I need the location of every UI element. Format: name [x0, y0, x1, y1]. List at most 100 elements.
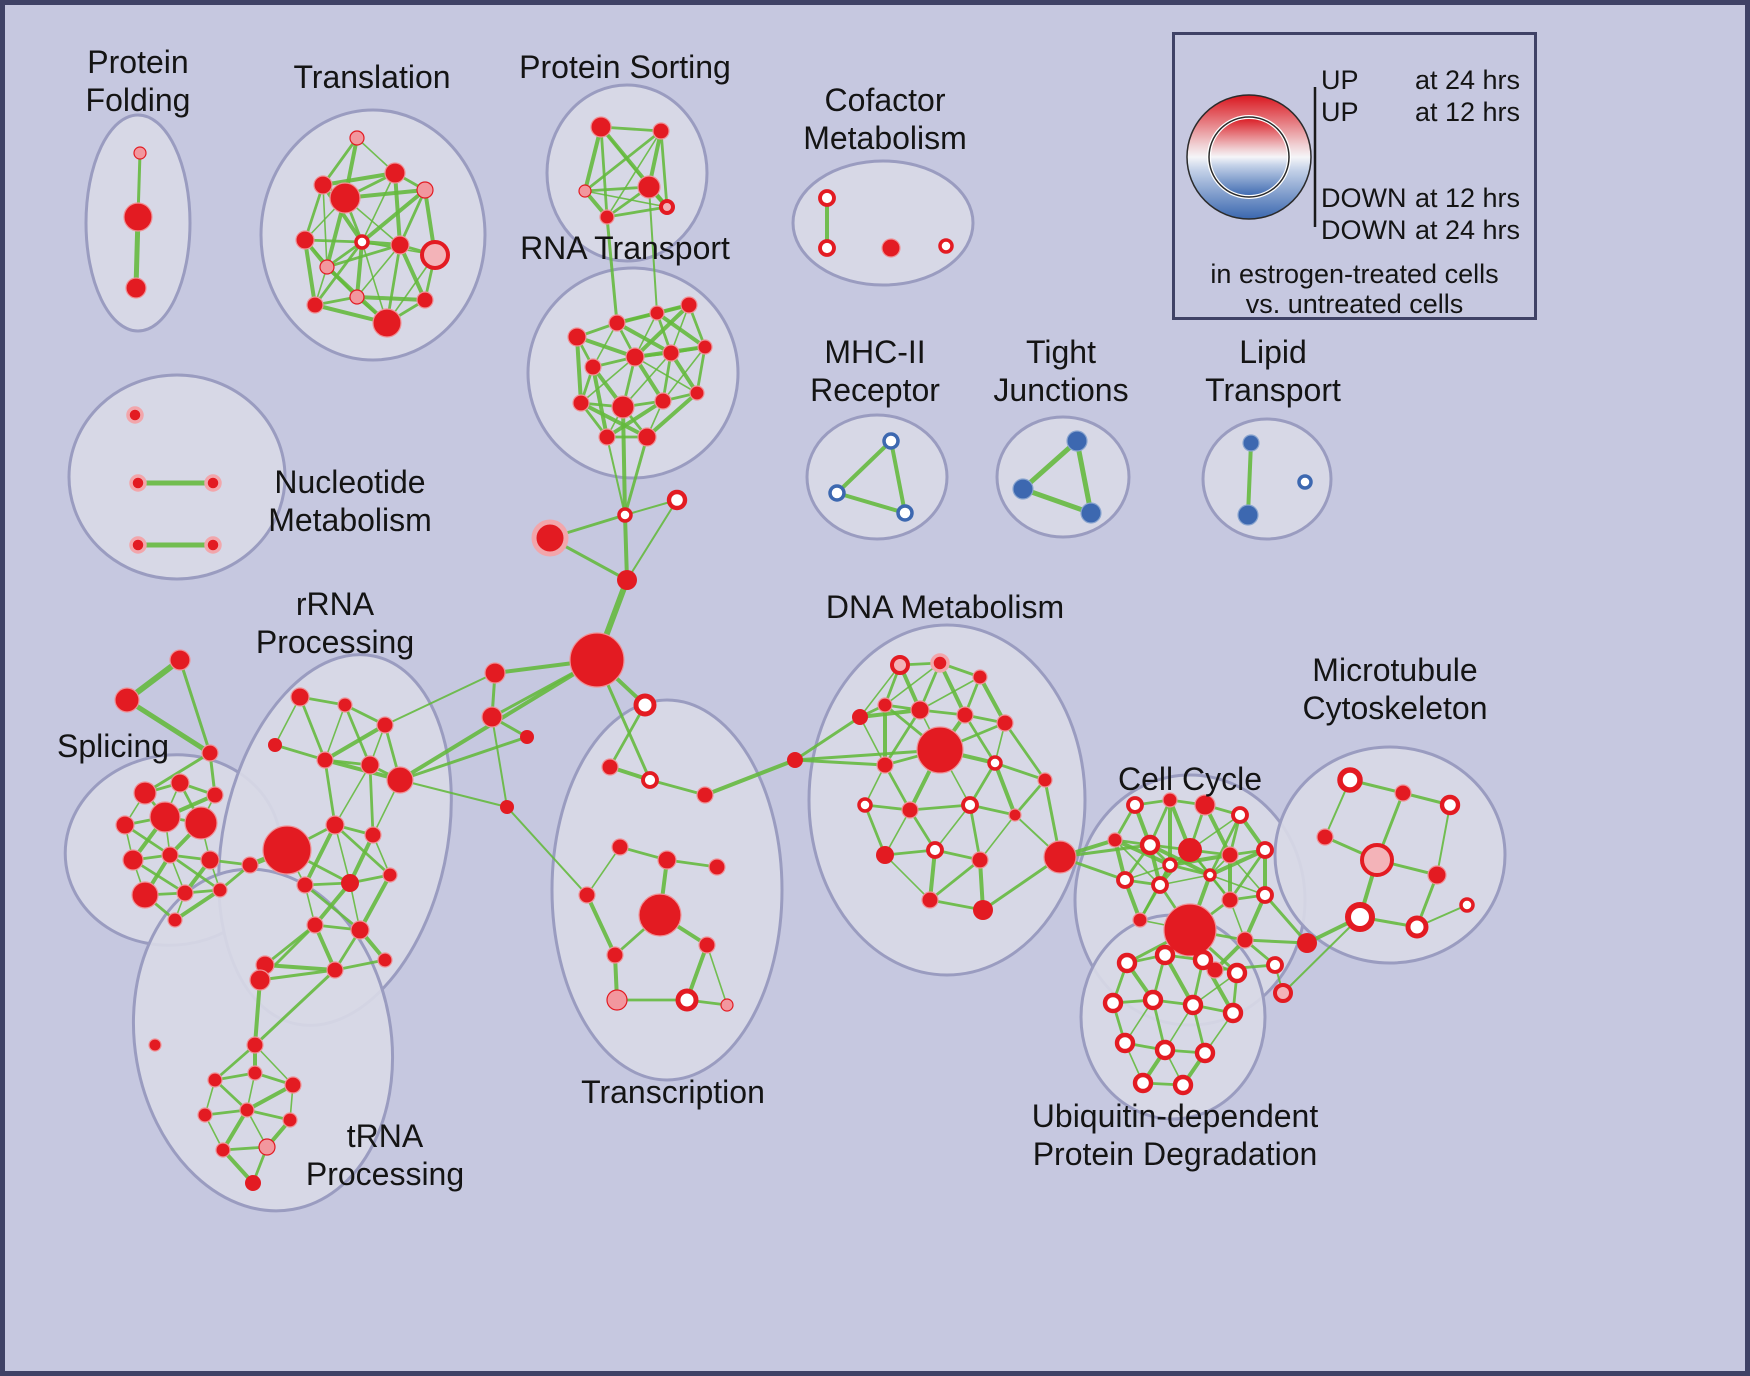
- network-edge: [859, 664, 901, 718]
- network-node: [638, 893, 682, 937]
- network-edge: [313, 240, 364, 307]
- network-node: [652, 122, 670, 140]
- network-node: [1221, 891, 1239, 909]
- network-node: [877, 697, 893, 713]
- network-edge: [793, 758, 887, 767]
- network-node: [890, 655, 910, 675]
- network-edge: [586, 846, 621, 896]
- network-node: [1162, 792, 1178, 808]
- cluster-mhc-ii-receptor: [805, 413, 949, 541]
- legend-caption-line2: vs. untreated cells: [1245, 289, 1464, 319]
- network-node: [1231, 806, 1249, 824]
- network-edge: [908, 803, 972, 812]
- network-node: [354, 234, 370, 250]
- network-edge: [793, 748, 942, 762]
- network-node: [611, 395, 635, 419]
- network-edge: [398, 735, 529, 782]
- network-edge: [333, 823, 392, 877]
- network-node: [1162, 857, 1178, 873]
- network-node: [666, 489, 688, 511]
- network-node: [696, 786, 714, 804]
- network-edge: [178, 658, 212, 755]
- network-node: [1237, 504, 1259, 526]
- network-node: [316, 751, 334, 769]
- cluster-nucleotide-metabolism: [67, 373, 287, 581]
- network-edge: [323, 758, 337, 827]
- network-node: [258, 1138, 276, 1156]
- cluster-label-rrna-processing: rRNA: [296, 586, 375, 622]
- network-edge: [606, 436, 626, 516]
- network-node: [578, 184, 592, 198]
- network-node: [1242, 434, 1260, 452]
- cluster-label-mhc-ii-receptor: MHC-II: [824, 334, 925, 370]
- network-node: [122, 849, 144, 871]
- network-edge: [1138, 863, 1172, 922]
- network-edge: [605, 399, 665, 439]
- network-node: [115, 815, 135, 835]
- network-node: [689, 385, 705, 401]
- cluster-lipid-transport: [1201, 417, 1333, 541]
- network-edge: [884, 662, 941, 706]
- network-edge: [360, 188, 427, 244]
- network-edge: [253, 978, 262, 1047]
- cluster-tight-junctions: [995, 415, 1131, 539]
- network-node: [662, 344, 680, 362]
- network-node: [675, 988, 699, 1012]
- network-node: [578, 886, 596, 904]
- network-edge: [1243, 938, 1309, 945]
- network-edge: [313, 881, 352, 927]
- network-node: [972, 669, 988, 685]
- network-edge: [325, 243, 402, 269]
- network-edge: [579, 401, 649, 439]
- network-edge: [993, 761, 1047, 782]
- network-node: [680, 296, 698, 314]
- network-edge: [399, 779, 508, 808]
- network-node: [1345, 902, 1375, 932]
- network-edge: [605, 205, 669, 219]
- network-edge: [626, 499, 678, 581]
- network-node: [572, 394, 590, 412]
- network-node: [657, 850, 677, 870]
- network-edge: [978, 675, 1007, 725]
- network-edge: [655, 311, 707, 349]
- network-node: [313, 175, 333, 195]
- network-node: [200, 850, 220, 870]
- network-edge: [124, 697, 213, 756]
- network-node: [360, 755, 380, 775]
- network-edge: [575, 335, 637, 359]
- network-node: [606, 989, 628, 1011]
- network-node: [1154, 1039, 1176, 1061]
- network-node: [349, 130, 365, 146]
- cluster-label-nucleotide-metabolism: Nucleotide: [274, 464, 425, 500]
- network-node: [341, 874, 359, 892]
- network-edge: [835, 439, 893, 495]
- network-node: [1266, 956, 1284, 974]
- network-edge: [323, 723, 387, 762]
- network-node: [590, 116, 612, 138]
- network-edge: [173, 888, 222, 922]
- network-node: [1192, 949, 1214, 971]
- network-node: [364, 826, 382, 844]
- cluster-label-trna-processing: tRNA: [347, 1118, 424, 1154]
- network-node: [625, 347, 645, 367]
- network-node: [1182, 994, 1204, 1016]
- network-node: [1297, 474, 1313, 490]
- network-edge: [606, 130, 662, 218]
- legend-row-up-24: UP at 24 hrs: [1321, 65, 1520, 95]
- legend-inner-ring-outline: [1208, 116, 1290, 198]
- network-node: [1043, 840, 1077, 874]
- network-node: [416, 181, 434, 199]
- network-node: [961, 796, 979, 814]
- network-edge: [258, 968, 337, 982]
- network-edge: [1168, 853, 1232, 867]
- network-node: [372, 308, 402, 338]
- network-node: [881, 238, 901, 258]
- network-node: [249, 969, 271, 991]
- legend-row-down-24: DOWN at 24 hrs: [1321, 215, 1520, 245]
- network-edge: [143, 751, 212, 795]
- network-edge: [575, 335, 583, 405]
- network-node: [1154, 944, 1176, 966]
- network-edge: [889, 439, 907, 515]
- network-node: [416, 291, 434, 309]
